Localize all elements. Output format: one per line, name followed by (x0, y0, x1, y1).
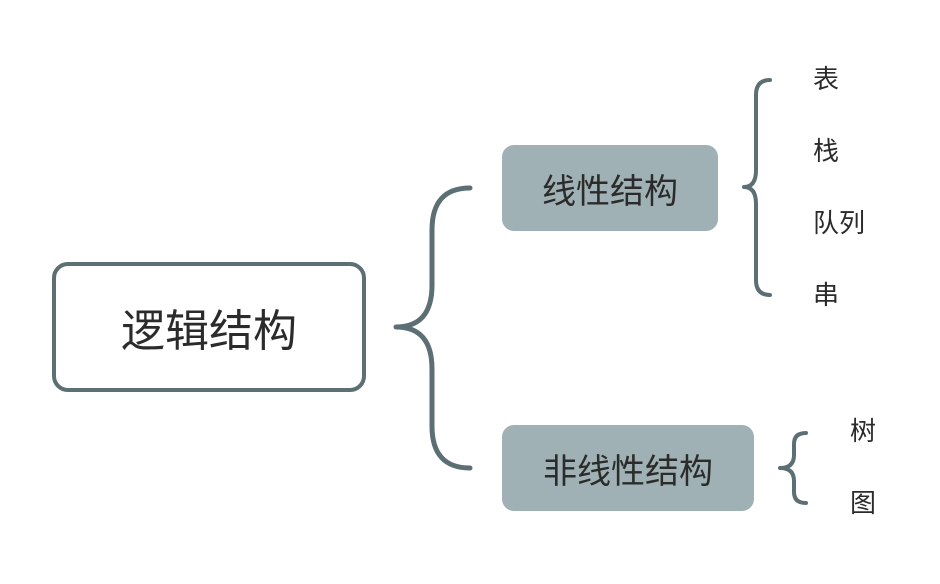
branch-node-label: 非线性结构 (543, 451, 713, 492)
root-node-label: 逻辑结构 (121, 306, 297, 357)
branch-node-label: 线性结构 (542, 171, 678, 212)
branch-node-linear-structure[interactable]: 线性结构 (502, 145, 718, 231)
branch-node-nonlinear-structure[interactable]: 非线性结构 (502, 425, 754, 511)
leaf-node-list[interactable]: 表 (813, 65, 840, 95)
leaf-node-string[interactable]: 串 (813, 281, 840, 311)
linear-brace (742, 78, 772, 297)
leaf-node-stack[interactable]: 栈 (813, 137, 840, 167)
nonlinear-brace (778, 431, 808, 505)
leaf-node-queue[interactable]: 队列 (813, 209, 866, 239)
root-brace (393, 185, 473, 471)
root-node-logical-structure[interactable]: 逻辑结构 (52, 262, 366, 392)
leaf-node-tree[interactable]: 树 (850, 417, 877, 447)
leaf-node-graph[interactable]: 图 (850, 489, 877, 519)
